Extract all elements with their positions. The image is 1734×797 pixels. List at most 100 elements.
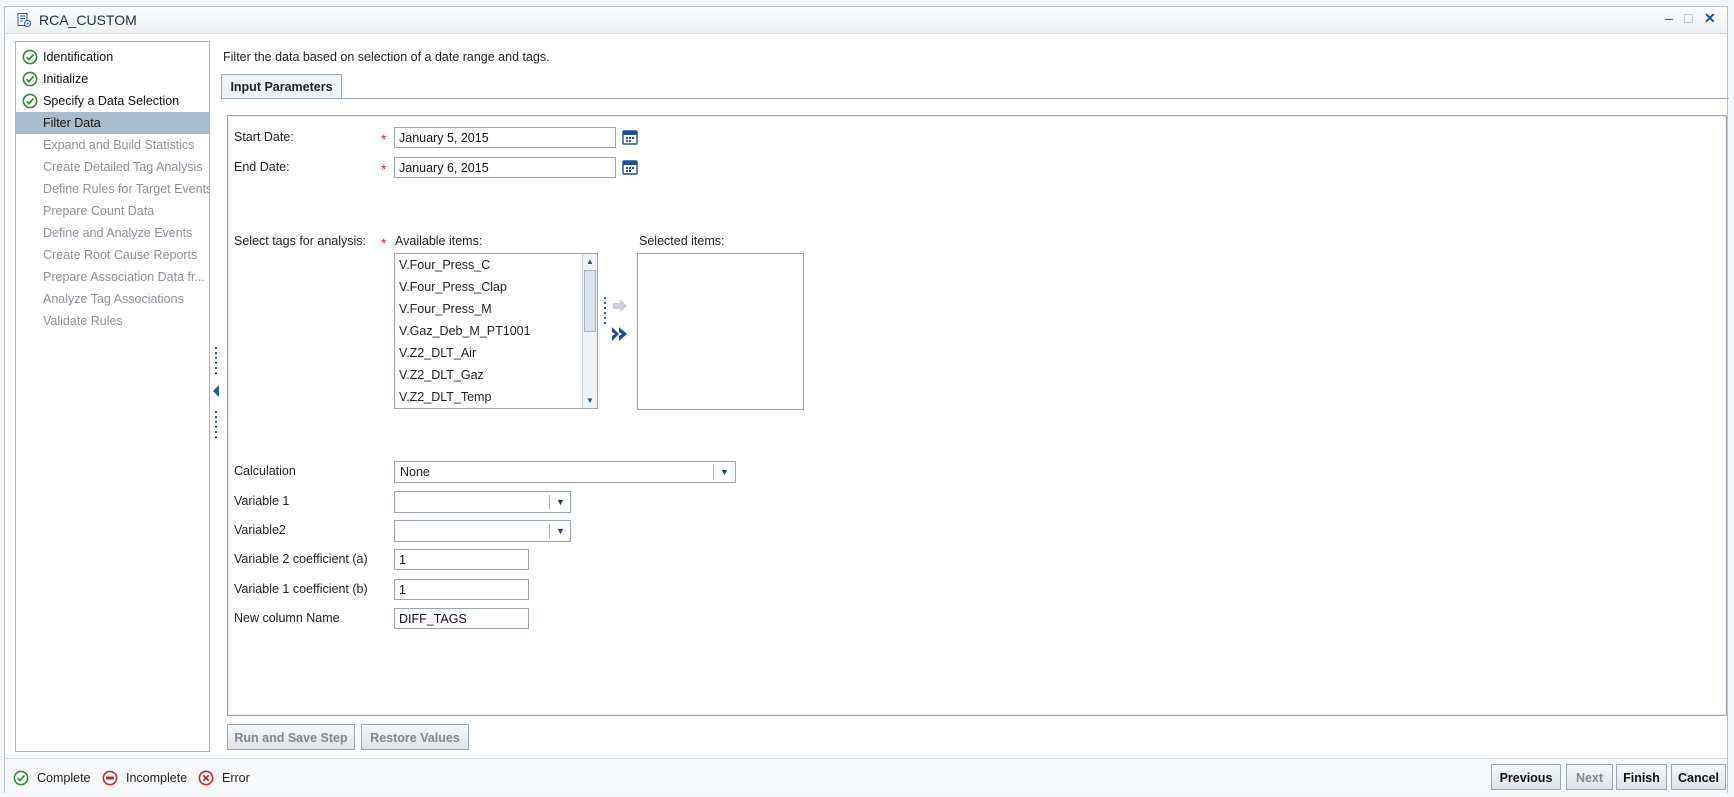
minimize-button[interactable]: – — [1665, 10, 1673, 26]
list-item[interactable]: V.Z2_DLT_Gaz — [399, 368, 484, 382]
chevron-down-icon[interactable]: ▼ — [556, 497, 565, 507]
variable1-select[interactable]: ▼ — [394, 491, 571, 513]
x-circle-icon — [198, 770, 214, 786]
calculation-value: None — [400, 465, 430, 479]
step-analyze-tag-associations[interactable]: Analyze Tag Associations — [16, 288, 209, 310]
cancel-button[interactable]: Cancel — [1671, 764, 1726, 790]
calculation-label: Calculation — [234, 464, 296, 478]
step-description: Filter the data based on selection of a … — [223, 50, 550, 64]
check-circle-icon — [22, 71, 38, 87]
var2-coefficient-input[interactable] — [394, 549, 529, 570]
document-settings-icon — [17, 13, 31, 27]
end-date-input[interactable] — [394, 157, 616, 178]
combo-separator — [549, 495, 550, 509]
calendar-icon[interactable] — [622, 159, 638, 175]
calculation-select[interactable]: None ▼ — [394, 461, 736, 483]
step-label: Create Detailed Tag Analysis — [43, 160, 203, 174]
minus-circle-icon — [102, 770, 118, 786]
restore-values-button[interactable]: Restore Values — [361, 724, 469, 750]
variable2-select[interactable]: ▼ — [394, 520, 571, 542]
collapse-arrow-icon — [213, 385, 219, 397]
step-define-analyze-events[interactable]: Define and Analyze Events — [16, 222, 209, 244]
legend-complete: Complete — [37, 771, 91, 785]
previous-button[interactable]: Previous — [1491, 764, 1561, 790]
step-label: Define and Analyze Events — [43, 226, 193, 240]
arrow-right-icon[interactable] — [612, 299, 628, 313]
combo-separator — [549, 524, 550, 538]
maximize-button[interactable]: □ — [1684, 10, 1693, 26]
step-label: Define Rules for Target Events — [43, 182, 210, 196]
variable1-label: Variable 1 — [234, 494, 290, 508]
panel-splitter[interactable] — [212, 347, 220, 447]
move-grip-icon — [604, 297, 606, 324]
list-item[interactable]: V.Four_Press_Clap — [399, 280, 507, 294]
step-initialize[interactable]: Initialize — [16, 68, 209, 90]
wizard-footer — [5, 758, 1727, 795]
var1-coefficient-input[interactable] — [394, 579, 529, 600]
step-define-rules-target-events[interactable]: Define Rules for Target Events — [16, 178, 209, 200]
step-identification[interactable]: Identification — [16, 46, 209, 68]
required-marker: * — [381, 235, 387, 251]
step-filter-data[interactable]: Filter Data — [16, 112, 209, 134]
combo-separator — [713, 465, 714, 479]
available-items-list[interactable]: V.Four_Press_C V.Four_Press_Clap V.Four_… — [394, 253, 598, 409]
legend-error: Error — [222, 771, 250, 785]
check-circle-icon — [22, 93, 38, 109]
step-label: Specify a Data Selection — [43, 94, 180, 108]
calendar-icon[interactable] — [622, 129, 638, 145]
step-label: Prepare Association Data fr... — [43, 270, 205, 284]
scroll-thumb[interactable] — [584, 270, 596, 332]
window-title: RCA_CUSTOM — [39, 12, 137, 28]
end-date-label: End Date: — [234, 160, 290, 174]
step-label: Expand and Build Statistics — [43, 138, 195, 152]
var2-coefficient-label: Variable 2 coefficient (a) — [234, 552, 368, 566]
new-column-name-input[interactable] — [394, 608, 529, 629]
check-circle-icon — [13, 770, 29, 786]
double-arrow-right-icon[interactable] — [611, 326, 629, 342]
check-circle-icon — [22, 49, 38, 65]
step-create-root-cause-reports[interactable]: Create Root Cause Reports — [16, 244, 209, 266]
variable2-label: Variable2 — [234, 523, 286, 537]
scroll-down-icon[interactable]: ▼ — [586, 396, 594, 405]
required-marker: * — [381, 161, 387, 177]
step-label: Identification — [43, 50, 114, 64]
start-date-input[interactable] — [394, 127, 616, 148]
select-tags-label: Select tags for analysis: — [234, 234, 367, 248]
chevron-down-icon[interactable]: ▼ — [720, 467, 729, 477]
step-label: Create Root Cause Reports — [43, 248, 198, 262]
tab-divider — [221, 98, 1729, 99]
wizard-window: RCA_CUSTOM – □ ✕ Identification Initiali… — [4, 6, 1729, 795]
finish-button[interactable]: Finish — [1616, 764, 1667, 790]
new-column-name-label: New column Name — [234, 611, 340, 625]
list-item[interactable]: V.Four_Press_C — [399, 258, 491, 272]
list-item[interactable]: V.Z2_DLT_Temp — [399, 390, 492, 404]
tab-input-parameters[interactable]: Input Parameters — [221, 74, 342, 99]
list-item[interactable]: V.Gaz_Deb_M_PT1001 — [399, 324, 531, 338]
list-scrollbar[interactable]: ▲ ▼ — [582, 254, 597, 408]
step-prepare-association-data[interactable]: Prepare Association Data fr... — [16, 266, 209, 288]
scroll-up-icon[interactable]: ▲ — [586, 257, 594, 266]
required-marker: * — [381, 131, 387, 147]
step-label: Initialize — [43, 72, 89, 86]
close-button[interactable]: ✕ — [1704, 10, 1716, 26]
next-button[interactable]: Next — [1566, 764, 1613, 790]
available-items-label: Available items: — [395, 234, 483, 248]
var1-coefficient-label: Variable 1 coefficient (b) — [234, 582, 368, 596]
steps-panel: Identification Initialize Specify a Data… — [15, 41, 210, 752]
selected-items-list[interactable] — [637, 253, 804, 410]
run-and-save-step-button[interactable]: Run and Save Step — [227, 724, 355, 750]
start-date-label: Start Date: — [234, 130, 294, 144]
step-label: Validate Rules — [43, 314, 123, 328]
step-label: Filter Data — [43, 116, 101, 130]
selected-items-label: Selected items: — [639, 234, 725, 248]
step-specify-data-selection[interactable]: Specify a Data Selection — [16, 90, 209, 112]
step-create-detailed-tag-analysis[interactable]: Create Detailed Tag Analysis — [16, 156, 209, 178]
title-bar: RCA_CUSTOM – □ ✕ — [5, 7, 1727, 34]
chevron-down-icon[interactable]: ▼ — [556, 526, 565, 536]
step-label: Analyze Tag Associations — [43, 292, 184, 306]
list-item[interactable]: V.Four_Press_M — [399, 302, 492, 316]
step-expand-build-statistics[interactable]: Expand and Build Statistics — [16, 134, 209, 156]
list-item[interactable]: V.Z2_DLT_Air — [399, 346, 477, 360]
step-prepare-count-data[interactable]: Prepare Count Data — [16, 200, 209, 222]
step-validate-rules[interactable]: Validate Rules — [16, 310, 209, 332]
